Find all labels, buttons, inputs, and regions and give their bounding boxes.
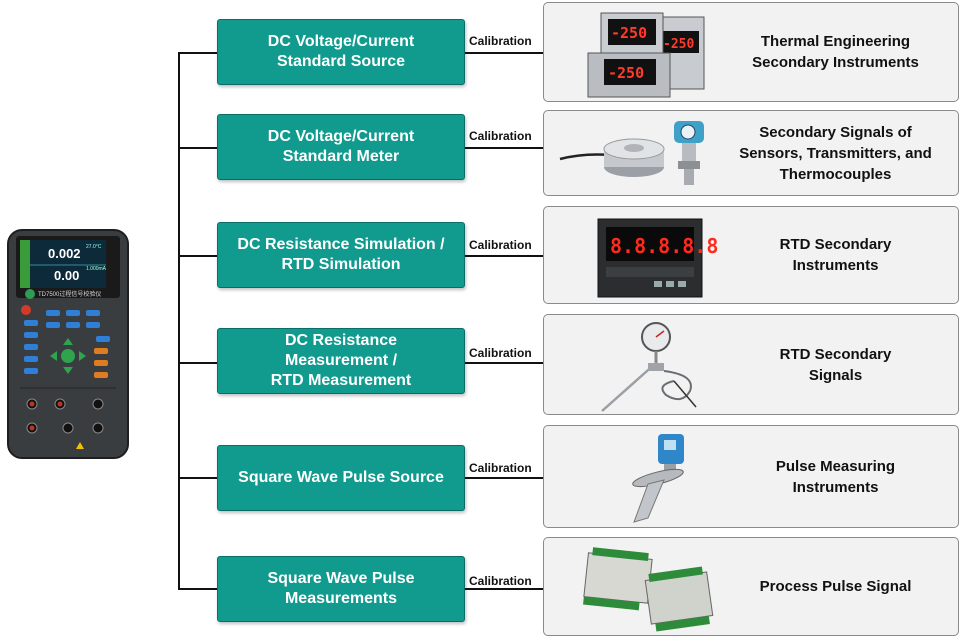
function-label: DC Resistance Simulation / RTD Simulatio… [237, 236, 445, 273]
instrument-label: RTD Secondary Instruments [779, 236, 892, 274]
branch-line-3 [178, 255, 217, 257]
calibration-label: Calibration [469, 346, 532, 360]
calibration-line-1 [465, 52, 543, 54]
function-box-1: DC Voltage/Current Standard Source [217, 19, 465, 85]
instrument-label: Secondary Signals of Sensors, Transmitte… [739, 123, 932, 183]
function-label: DC Resistance Measurement / RTD Measurem… [270, 332, 412, 389]
signal-isolator-modules-image [583, 547, 714, 632]
branch-line-6 [178, 588, 217, 590]
instrument-label: Thermal Engineering Secondary Instrument… [752, 33, 919, 71]
calibration-line-5 [465, 477, 543, 479]
calibration-line-3 [465, 255, 543, 257]
function-label: Square Wave Pulse Measurements [267, 570, 415, 607]
function-label: DC Voltage/Current Standard Meter [267, 128, 415, 165]
trunk-line [178, 52, 180, 590]
instrument-label: Process Pulse Signal [759, 578, 912, 595]
function-label: DC Voltage/Current Standard Source [267, 33, 415, 70]
device-screen-line-1: 0.002 [48, 246, 81, 261]
calibration-label: Calibration [469, 34, 532, 48]
branch-line-5 [178, 477, 217, 479]
function-box-3: DC Resistance Simulation / RTD Simulatio… [217, 222, 465, 288]
thermal-readout-3: -250 [663, 37, 694, 52]
function-box-2: DC Voltage/Current Standard Meter [217, 114, 465, 180]
load-cell-and-transmitter-image [559, 121, 704, 185]
function-box-6: Square Wave Pulse Measurements [217, 556, 465, 622]
instrument-box-6: Process Pulse Signal [543, 537, 959, 636]
instrument-box-3: 8.8.8.8.8 RTD Secondary Instruments [543, 206, 959, 304]
radar-level-sensor-image [632, 434, 684, 523]
thermal-readout-2: -250 [608, 64, 644, 82]
calibration-label: Calibration [469, 129, 532, 143]
device-model-label: TD7500过程信号校验仪 [38, 290, 101, 298]
calibration-line-4 [465, 362, 543, 364]
panel-meter-readout: 8.8.8.8.8 [610, 234, 718, 258]
thermal-readout-1: -250 [611, 24, 647, 42]
instrument-box-2: Secondary Signals of Sensors, Transmitte… [543, 110, 959, 196]
calibration-label: Calibration [469, 238, 532, 252]
instrument-label: Pulse Measuring Instruments [775, 457, 896, 496]
function-box-5: Square Wave Pulse Source [217, 445, 465, 511]
instrument-box-4: RTD Secondary Signals [543, 314, 959, 415]
calibration-line-6 [465, 588, 543, 590]
digital-panel-meter-image: 8.8.8.8.8 [597, 218, 718, 298]
device-screen-line-2: 0.00 [54, 268, 79, 283]
calibration-label: Calibration [469, 574, 532, 588]
calibration-label: Calibration [469, 461, 532, 475]
instrument-label: RTD Secondary Signals [779, 345, 892, 384]
instrument-box-5: Pulse Measuring Instruments [543, 425, 959, 528]
function-box-4: DC Resistance Measurement / RTD Measurem… [217, 328, 465, 394]
calibrator-device-image: 0.002 0.00 27.0°C 1.000mA TD7500过程信号校验仪 [7, 229, 129, 459]
thermal-controllers-image: -250 -250 -250 [587, 12, 705, 98]
device-screen-small-1: 27.0°C [86, 244, 102, 250]
thermometer-and-probe-image [601, 322, 697, 412]
branch-line-1 [178, 52, 217, 54]
function-label: Square Wave Pulse Source [238, 469, 444, 486]
instrument-box-1: -250 -250 -250 Thermal Engineering Secon… [543, 2, 959, 102]
branch-line-2 [178, 147, 217, 149]
device-screen-small-2: 1.000mA [86, 266, 107, 272]
branch-line-4 [178, 362, 217, 364]
calibration-line-2 [465, 147, 543, 149]
